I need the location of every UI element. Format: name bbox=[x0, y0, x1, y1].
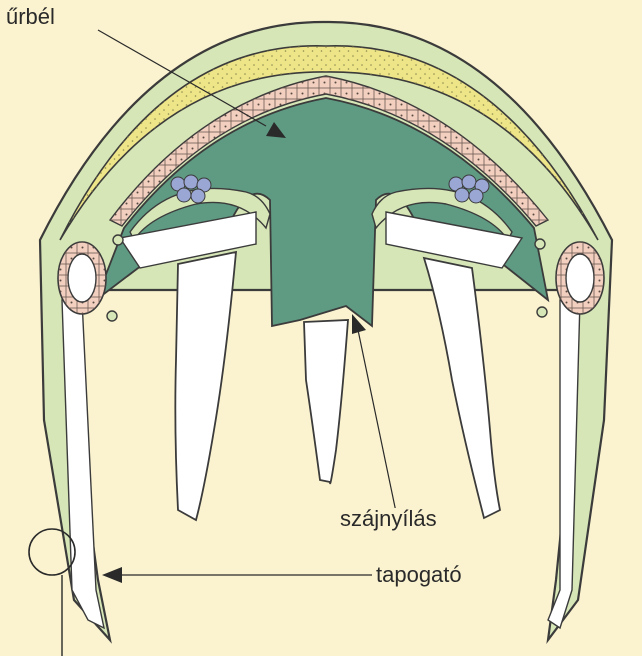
gastric-cavity-label: űrbél bbox=[6, 6, 55, 28]
left-oral-lobe bbox=[175, 252, 236, 520]
right-oral-lobe bbox=[424, 258, 500, 518]
tentacle-label: tapogató bbox=[376, 564, 462, 586]
center-oral-lobe bbox=[304, 320, 348, 483]
mouth-label: szájnyílás bbox=[340, 508, 437, 530]
right-nodule-upper bbox=[535, 239, 545, 249]
right-nodule-lower bbox=[537, 307, 547, 317]
mouth-leader bbox=[358, 330, 396, 512]
tentacle-arrow bbox=[102, 567, 122, 583]
left-nodule-upper bbox=[113, 235, 123, 245]
left-nodule-lower bbox=[107, 311, 117, 321]
left-ring-canal bbox=[58, 242, 106, 314]
right-ring-canal bbox=[556, 242, 604, 314]
